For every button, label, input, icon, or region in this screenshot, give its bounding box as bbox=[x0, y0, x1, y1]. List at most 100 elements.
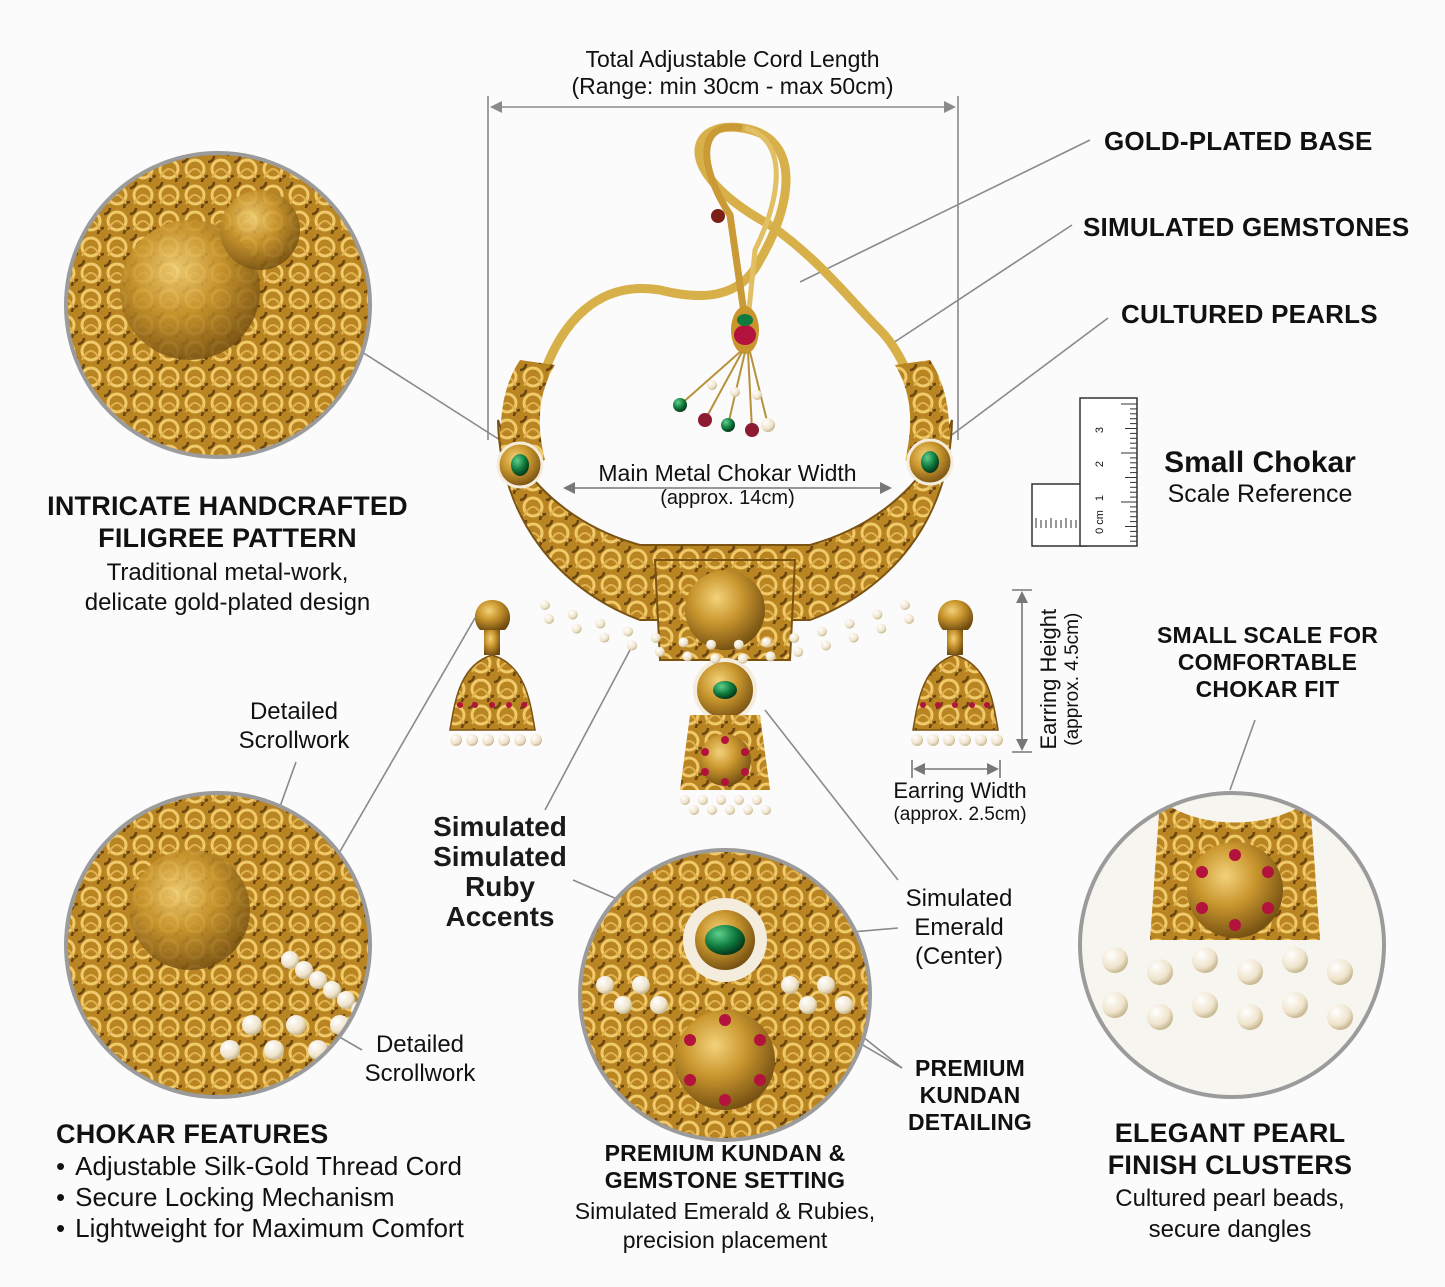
pearl bbox=[1237, 1004, 1263, 1030]
feature-item: Lightweight for Maximum Comfort bbox=[56, 1213, 516, 1244]
chokar-width-line1: Main Metal Chokar Width bbox=[598, 460, 857, 486]
kundan-section: PREMIUM KUNDAN & GEMSTONE SETTING Simula… bbox=[540, 1140, 910, 1254]
pearl bbox=[734, 795, 744, 805]
features-section: CHOKAR FEATURES Adjustable Silk-Gold Thr… bbox=[56, 1117, 516, 1244]
chokar-width-label: Main Metal Chokar Width (approx. 14cm) bbox=[575, 460, 880, 511]
simulated-gemstones-label: SIMULATED GEMSTONES bbox=[1083, 212, 1410, 242]
pearl bbox=[323, 981, 341, 999]
pearl bbox=[614, 996, 632, 1014]
pearl bbox=[1147, 959, 1173, 985]
detailed-scrollwork-top-label: Detailed Scrollwork bbox=[214, 697, 374, 755]
pearl bbox=[530, 734, 542, 746]
pearl bbox=[900, 600, 910, 610]
zoom-circle-scrollwork bbox=[64, 791, 372, 1099]
pearl bbox=[706, 639, 717, 650]
detailed-scrollwork-top-line2: Scrollwork bbox=[238, 727, 350, 754]
kundan-title-line1: PREMIUM KUNDAN & bbox=[604, 1140, 846, 1166]
ruby-accents-label: Simulated Simulated Ruby Accents bbox=[415, 812, 585, 932]
pearl bbox=[816, 626, 827, 637]
detailed-scrollwork-bottom-label: Detailed Scrollwork bbox=[340, 1030, 500, 1088]
filigree-desc-line2: delicate gold-plated design bbox=[84, 589, 371, 616]
pearl bbox=[817, 976, 835, 994]
pearl bbox=[482, 734, 494, 746]
kundan-detail-line2: KUNDAN bbox=[919, 1082, 1021, 1108]
detailed-scrollwork-top-line1: Detailed bbox=[249, 698, 339, 725]
pearl bbox=[220, 1040, 240, 1060]
pearl bbox=[540, 600, 550, 610]
pearl bbox=[466, 734, 478, 746]
pearl bbox=[680, 795, 690, 805]
cord-length-label: Total Adjustable Cord Length (Range: min… bbox=[500, 46, 965, 100]
pearl bbox=[710, 653, 721, 664]
pearl bbox=[799, 996, 817, 1014]
pearl bbox=[544, 614, 554, 624]
small-scale-label: SMALL SCALE FOR COMFORTABLE CHOKAR FIT bbox=[1135, 622, 1400, 703]
earring-width-line1: Earring Width bbox=[893, 778, 1027, 803]
ruby-line2: Simulated bbox=[433, 841, 567, 872]
scale-reference-label: Small Chokar Scale Reference bbox=[1150, 445, 1370, 510]
pearl bbox=[1102, 992, 1128, 1018]
kundan-detail-line3: DETAILING bbox=[907, 1109, 1033, 1135]
earring-right bbox=[912, 600, 999, 731]
zoom-circle-filigree bbox=[64, 151, 372, 459]
pearl bbox=[309, 971, 327, 989]
pearl bbox=[654, 646, 665, 657]
kundan-title-line2: GEMSTONE SETTING bbox=[604, 1167, 846, 1193]
pearl bbox=[743, 805, 753, 815]
tassel bbox=[673, 306, 775, 437]
pearl bbox=[627, 640, 638, 651]
kundan-detailing-label: PREMIUM KUNDAN DETAILING bbox=[890, 1055, 1050, 1136]
emerald-line2: Emerald bbox=[914, 914, 1004, 941]
ruler-number-3: 3 bbox=[1094, 426, 1107, 434]
small-scale-line3: CHOKAR FIT bbox=[1195, 676, 1340, 702]
pearl bbox=[596, 976, 614, 994]
pearl bbox=[716, 795, 726, 805]
pearl bbox=[571, 623, 582, 634]
choker-body bbox=[496, 360, 954, 790]
pearl bbox=[737, 653, 748, 664]
pearl bbox=[1237, 959, 1263, 985]
pearl-title-line2: FINISH CLUSTERS bbox=[1107, 1150, 1353, 1180]
earring-height-label: Earring Height (approx. 4.5cm) bbox=[1036, 589, 1084, 769]
earring-height-line1: Earring Height bbox=[1035, 608, 1061, 750]
earring-pearls bbox=[450, 734, 1003, 746]
pearl bbox=[650, 996, 668, 1014]
pearl bbox=[1192, 992, 1218, 1018]
pearl bbox=[959, 734, 971, 746]
pearl bbox=[1282, 992, 1308, 1018]
feature-item: Secure Locking Mechanism bbox=[56, 1182, 516, 1213]
pearl bbox=[698, 795, 708, 805]
pearl-section: ELEGANT PEARL FINISH CLUSTERS Cultured p… bbox=[1085, 1117, 1375, 1245]
pearl bbox=[943, 734, 955, 746]
pearl bbox=[765, 651, 776, 662]
pearl bbox=[991, 734, 1003, 746]
pearl bbox=[904, 614, 914, 624]
ruler-number-1: 1 bbox=[1094, 494, 1107, 502]
pearl bbox=[725, 805, 735, 815]
zoom-circle-kundan bbox=[578, 848, 872, 1142]
kundan-desc-line2: precision placement bbox=[622, 1227, 828, 1253]
pearl bbox=[450, 734, 462, 746]
pearl bbox=[599, 632, 610, 643]
pearl bbox=[498, 734, 510, 746]
filigree-desc-line1: Traditional metal-work, bbox=[106, 559, 349, 586]
ruby-line4: Accents bbox=[445, 901, 555, 932]
scale-title: Small Chokar bbox=[1164, 446, 1356, 479]
pearl bbox=[835, 996, 853, 1014]
pearl bbox=[789, 632, 800, 643]
cord-length-dimension bbox=[487, 96, 959, 440]
pearl bbox=[286, 1015, 306, 1035]
small-scale-line1: SMALL SCALE FOR bbox=[1156, 622, 1379, 648]
cultured-pearls-label: CULTURED PEARLS bbox=[1121, 299, 1378, 329]
pearl bbox=[682, 651, 693, 662]
ruler-scale-reference bbox=[1031, 397, 1138, 547]
scale-subtitle: Scale Reference bbox=[1167, 480, 1353, 509]
pearl bbox=[820, 640, 831, 651]
detailed-scrollwork-bottom-line1: Detailed bbox=[375, 1031, 465, 1058]
pearl bbox=[927, 734, 939, 746]
pearl bbox=[295, 961, 313, 979]
ruby-line3: Ruby bbox=[465, 871, 535, 902]
pearl bbox=[567, 609, 578, 620]
pearl bbox=[761, 637, 772, 648]
pearl bbox=[650, 632, 661, 643]
